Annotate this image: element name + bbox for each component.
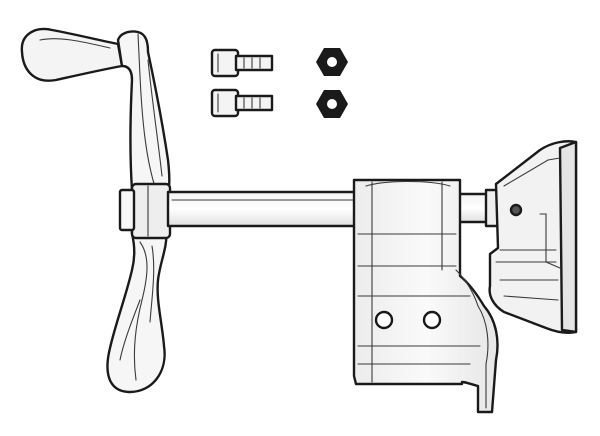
mount-hole-right xyxy=(422,310,442,330)
hub-cap xyxy=(118,188,136,232)
crank-hub xyxy=(130,182,172,240)
socket-head-bolt-icon xyxy=(210,48,274,78)
swivel-pad xyxy=(488,140,578,334)
screw-shaft xyxy=(166,188,500,228)
pad-pin xyxy=(509,203,523,217)
mount-hole-left xyxy=(374,310,394,330)
top-knob xyxy=(20,27,124,82)
crank-handle xyxy=(20,27,172,394)
hex-nut-icon xyxy=(316,48,348,76)
pad-body xyxy=(488,140,578,334)
socket-head-bolt-icon xyxy=(210,88,274,118)
pad-face xyxy=(558,140,578,334)
clamp-body xyxy=(352,178,499,414)
shaft-rod xyxy=(166,190,360,228)
hex-nut-icon xyxy=(316,90,348,118)
